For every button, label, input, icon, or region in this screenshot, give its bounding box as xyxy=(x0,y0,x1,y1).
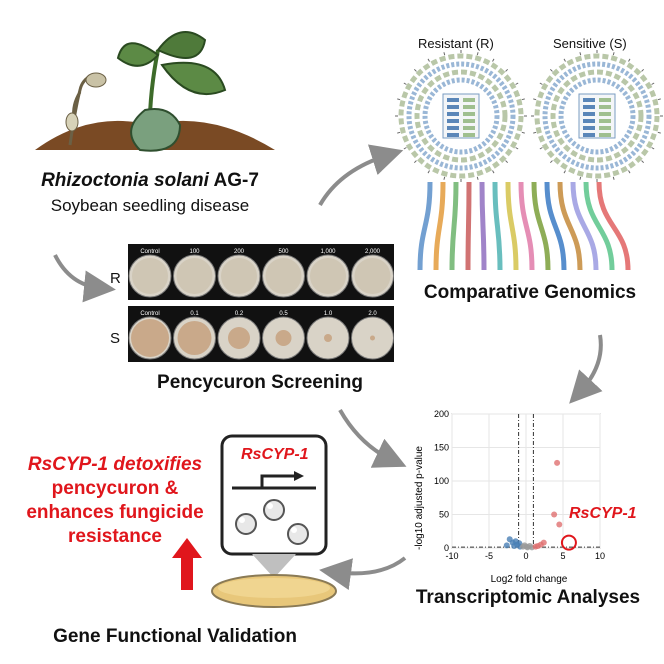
validation-illustration xyxy=(211,434,337,608)
x-tick-label: 0 xyxy=(523,551,528,561)
conclusion-line-3: enhances fungicide xyxy=(26,502,204,523)
dose-label: Control xyxy=(140,249,159,255)
synteny-ribbon xyxy=(531,182,551,271)
leaf-left xyxy=(116,42,160,67)
synteny-ribbon xyxy=(544,182,567,271)
y-tick-label: 50 xyxy=(439,510,449,520)
dose-label: Control xyxy=(140,311,159,317)
data-point xyxy=(523,543,530,550)
volcano-ylabel: -log10 adjusted p-value xyxy=(414,446,425,550)
leaf-large xyxy=(130,108,182,152)
circos-sensitive xyxy=(531,50,663,182)
disease-subtitle: Soybean seedling disease xyxy=(50,196,250,215)
resistant-label: Resistant (R) xyxy=(418,36,494,51)
highlight-circle xyxy=(560,534,577,551)
dose-label: 1,000 xyxy=(320,249,336,255)
conclusion-line-4: resistance xyxy=(67,526,162,547)
validation-gene-label: RsCYP-1 xyxy=(241,446,309,463)
arrow-to-validation xyxy=(319,556,407,590)
sensitive-label: Sensitive (S) xyxy=(553,36,627,51)
x-tick-label: -5 xyxy=(485,551,493,561)
y-tick-label: 0 xyxy=(444,543,449,553)
leaf-top xyxy=(156,31,207,59)
dose-label: 0.5 xyxy=(279,311,288,317)
transcriptomics-title: Transcriptomic Analyses xyxy=(415,587,641,608)
conclusion-line-2: pencycuron & xyxy=(51,478,179,499)
conclusion-line-1: RsCYP-1 detoxifies xyxy=(27,454,203,475)
x-tick-label: 10 xyxy=(595,551,605,561)
circos-resistant xyxy=(395,50,527,182)
arrow-to-genomics xyxy=(318,144,404,206)
dose-label: 500 xyxy=(278,249,289,255)
genomics-title: Comparative Genomics xyxy=(423,282,637,303)
data-point xyxy=(554,459,561,466)
data-point xyxy=(540,539,547,546)
y-tick-label: 150 xyxy=(434,443,449,453)
dose-label: 2,000 xyxy=(365,249,381,255)
synteny-ribbon xyxy=(505,182,519,271)
dose-label: 200 xyxy=(234,249,245,255)
synteny-ribbon xyxy=(417,182,433,271)
synteny-ribbon xyxy=(465,182,472,271)
species-title: Rhizoctonia solani AG-7 xyxy=(41,170,259,191)
leaf-right xyxy=(160,61,227,95)
mycelium-growth xyxy=(131,319,169,357)
cell-icon xyxy=(263,499,285,521)
mycelium-growth xyxy=(310,258,346,294)
data-point xyxy=(532,543,539,550)
screening-title: Pencycuron Screening xyxy=(157,372,363,393)
mycelium-growth xyxy=(275,330,292,346)
volcano-xlabel: Log2 fold change xyxy=(491,574,568,585)
soybean-seedling-illustration xyxy=(35,31,275,152)
cell-icon xyxy=(287,523,309,545)
volcano-plot: -log10 adjusted p-value Log2 fold change… xyxy=(414,409,605,585)
synteny-ribbon xyxy=(557,182,583,271)
arrow-screening-to-transcriptomics xyxy=(338,409,407,468)
volcano-gene-label: RsCYP-1 xyxy=(569,505,637,522)
mycelium-growth xyxy=(221,258,257,294)
dose-label: 0.1 xyxy=(190,311,199,317)
synteny-ribbon xyxy=(518,182,535,271)
data-point xyxy=(511,542,518,549)
synteny-ribbons xyxy=(417,182,631,271)
row-label-s: S xyxy=(110,330,121,347)
mycelium-growth xyxy=(370,335,375,341)
x-tick-label: -10 xyxy=(445,551,458,561)
validation-title: Gene Functional Validation xyxy=(53,626,297,647)
data-point xyxy=(551,511,558,518)
mycelium-growth xyxy=(324,334,332,342)
dose-label: 2.0 xyxy=(368,311,377,317)
arrow-to-screening xyxy=(53,254,116,303)
circos-plots xyxy=(395,50,663,182)
x-tick-label: 5 xyxy=(560,551,565,561)
data-point xyxy=(503,542,510,549)
synteny-ribbon xyxy=(433,182,446,271)
mycelium-growth xyxy=(132,258,168,294)
y-tick-label: 100 xyxy=(434,476,449,486)
mycelium-growth xyxy=(265,258,302,294)
synteny-ribbon xyxy=(596,182,631,271)
synteny-ribbon xyxy=(583,182,615,271)
synteny-ribbon xyxy=(492,182,503,271)
conclusion-text: RsCYP-1 detoxifies pencycuron & enhances… xyxy=(0,453,230,549)
mycelium-growth xyxy=(228,327,250,349)
row-label-r: R xyxy=(110,270,121,287)
dose-label: 0.2 xyxy=(235,311,244,317)
synteny-ribbon xyxy=(479,182,487,271)
arrow-to-transcriptomics xyxy=(569,334,603,404)
dose-label: 1.0 xyxy=(324,311,333,317)
y-tick-label: 200 xyxy=(434,409,449,419)
mycelium-growth xyxy=(354,258,391,294)
cell-icon xyxy=(235,513,257,535)
data-point xyxy=(556,521,563,528)
mycelium-growth xyxy=(176,258,213,294)
synteny-ribbon xyxy=(449,182,459,271)
dose-label: 100 xyxy=(189,249,200,255)
synteny-ribbon xyxy=(570,182,599,271)
mycelium-growth xyxy=(177,321,212,355)
up-arrow-icon xyxy=(172,538,202,590)
